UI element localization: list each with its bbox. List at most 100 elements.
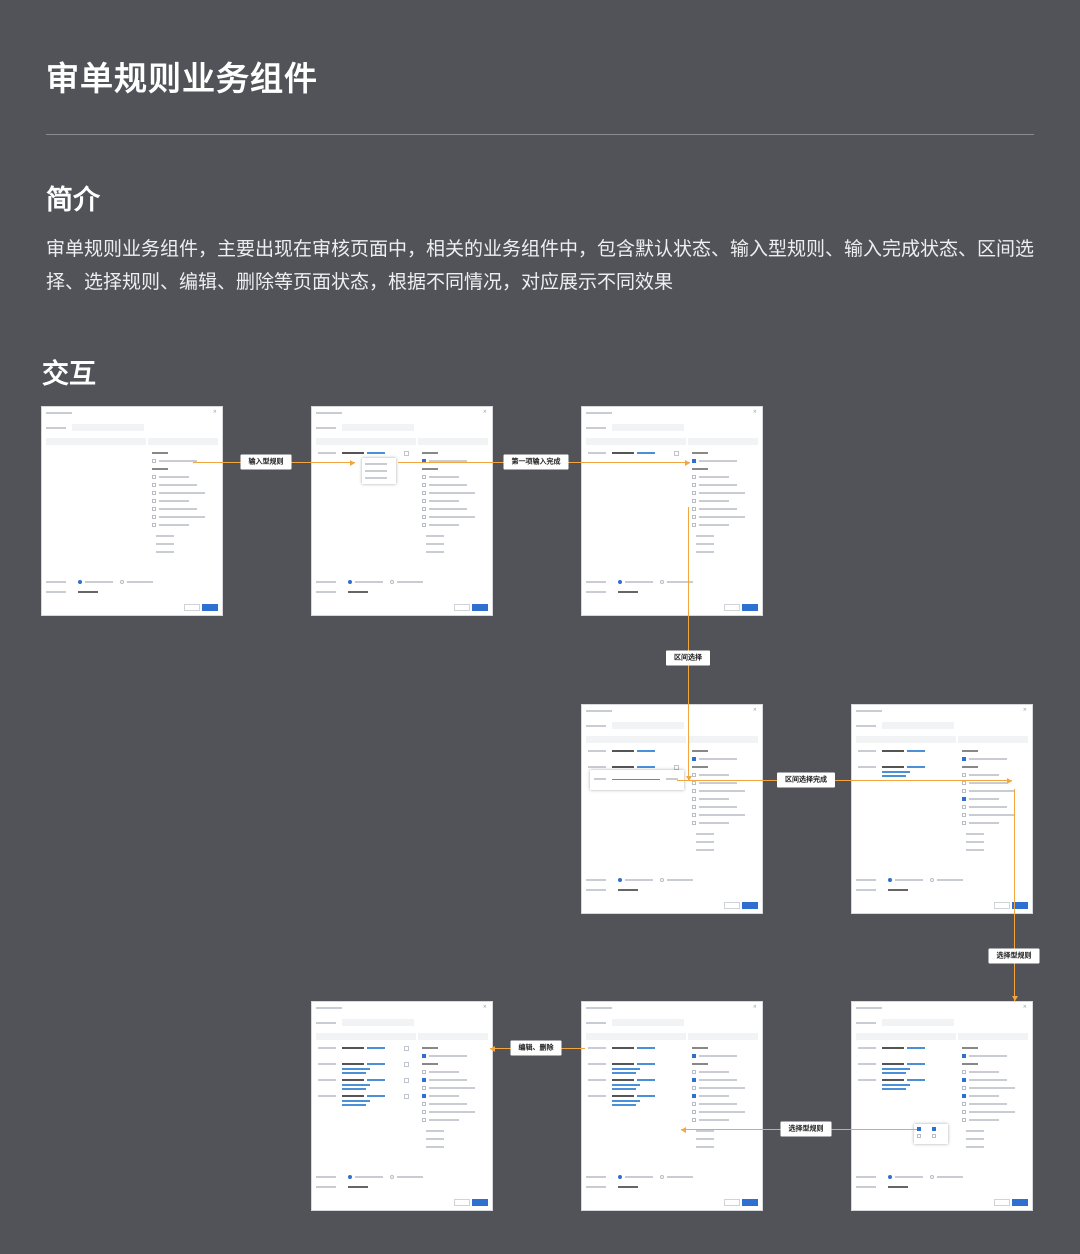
rule-checkbox[interactable] — [692, 773, 696, 777]
mode-radio[interactable] — [618, 1175, 622, 1179]
edit-icon[interactable] — [674, 451, 679, 456]
rule-checkbox[interactable] — [962, 773, 966, 777]
edit-icon[interactable] — [404, 1094, 409, 1099]
rule-checkbox[interactable] — [152, 515, 156, 519]
edit-icon[interactable] — [404, 1062, 409, 1067]
add-rule-link[interactable] — [888, 889, 908, 891]
rule-checkbox[interactable] — [692, 491, 696, 495]
select-option-checkbox[interactable] — [917, 1127, 921, 1131]
rule-name-input[interactable] — [612, 424, 684, 431]
rule-checkbox[interactable] — [422, 1094, 426, 1098]
mode-radio[interactable] — [930, 878, 934, 882]
rule-checkbox[interactable] — [692, 813, 696, 817]
rule-checkbox[interactable] — [422, 491, 426, 495]
rule-checkbox[interactable] — [962, 1070, 966, 1074]
mode-radio[interactable] — [888, 878, 892, 882]
rule-checkbox[interactable] — [692, 805, 696, 809]
suggestion-item[interactable] — [365, 477, 387, 479]
mode-radio[interactable] — [660, 878, 664, 882]
rule-checkbox[interactable] — [422, 483, 426, 487]
add-rule-link[interactable] — [348, 591, 368, 593]
rule-checkbox[interactable] — [422, 475, 426, 479]
cancel-button[interactable] — [994, 902, 1010, 909]
mode-radio[interactable] — [660, 580, 664, 584]
rule-checkbox[interactable] — [692, 789, 696, 793]
close-icon[interactable]: × — [212, 409, 217, 415]
rule-checkbox[interactable] — [962, 1078, 966, 1082]
rule-checkbox[interactable] — [962, 805, 966, 809]
rule-checkbox[interactable] — [152, 523, 156, 527]
confirm-button[interactable] — [202, 604, 218, 611]
rule-name-input[interactable] — [72, 424, 144, 431]
select-option-checkbox[interactable] — [932, 1127, 936, 1131]
rule-checkbox[interactable] — [962, 821, 966, 825]
rule-checkbox[interactable] — [962, 813, 966, 817]
rule-checkbox[interactable] — [422, 1102, 426, 1106]
rule-checkbox[interactable] — [962, 797, 966, 801]
rule-checkbox[interactable] — [692, 757, 696, 761]
edit-icon[interactable] — [674, 765, 679, 770]
close-icon[interactable]: × — [752, 409, 757, 415]
rule-checkbox[interactable] — [962, 1054, 966, 1058]
rule-checkbox[interactable] — [962, 757, 966, 761]
rule-checkbox[interactable] — [152, 459, 156, 463]
rule-checkbox[interactable] — [962, 1118, 966, 1122]
edit-icon[interactable] — [404, 451, 409, 456]
rule-checkbox[interactable] — [692, 475, 696, 479]
mode-radio[interactable] — [660, 1175, 664, 1179]
mode-radio[interactable] — [390, 580, 394, 584]
cancel-button[interactable] — [724, 1199, 740, 1206]
close-icon[interactable]: × — [1022, 1004, 1027, 1010]
rule-checkbox[interactable] — [962, 1110, 966, 1114]
rule-checkbox[interactable] — [692, 1118, 696, 1122]
rule-checkbox[interactable] — [422, 1086, 426, 1090]
rule-name-input[interactable] — [882, 1019, 954, 1026]
add-rule-link[interactable] — [618, 889, 638, 891]
confirm-button[interactable] — [742, 604, 758, 611]
rule-checkbox[interactable] — [692, 1102, 696, 1106]
rule-checkbox[interactable] — [692, 1094, 696, 1098]
rule-checkbox[interactable] — [152, 507, 156, 511]
confirm-button[interactable] — [742, 1199, 758, 1206]
close-icon[interactable]: × — [752, 707, 757, 713]
rule-checkbox[interactable] — [962, 1094, 966, 1098]
rule-checkbox[interactable] — [692, 1070, 696, 1074]
cancel-button[interactable] — [724, 902, 740, 909]
rule-checkbox[interactable] — [422, 1078, 426, 1082]
rule-checkbox[interactable] — [692, 483, 696, 487]
rule-checkbox[interactable] — [152, 483, 156, 487]
rule-name-input[interactable] — [882, 722, 954, 729]
rule-checkbox[interactable] — [692, 459, 696, 463]
mode-radio[interactable] — [348, 580, 352, 584]
rule-checkbox[interactable] — [152, 499, 156, 503]
cancel-button[interactable] — [994, 1199, 1010, 1206]
rule-checkbox[interactable] — [422, 1110, 426, 1114]
mode-radio[interactable] — [348, 1175, 352, 1179]
mode-radio[interactable] — [930, 1175, 934, 1179]
rule-name-input[interactable] — [612, 722, 684, 729]
close-icon[interactable]: × — [482, 409, 487, 415]
cancel-button[interactable] — [724, 604, 740, 611]
rule-name-input[interactable] — [342, 424, 414, 431]
add-rule-link[interactable] — [888, 1186, 908, 1188]
rule-checkbox[interactable] — [692, 1086, 696, 1090]
rule-name-input[interactable] — [612, 1019, 684, 1026]
mode-radio[interactable] — [888, 1175, 892, 1179]
mode-radio[interactable] — [78, 580, 82, 584]
rule-checkbox[interactable] — [152, 475, 156, 479]
rule-checkbox[interactable] — [692, 515, 696, 519]
rule-checkbox[interactable] — [692, 507, 696, 511]
confirm-button[interactable] — [472, 1199, 488, 1206]
rule-checkbox[interactable] — [692, 1054, 696, 1058]
suggestion-item[interactable] — [365, 463, 387, 465]
add-rule-link[interactable] — [618, 1186, 638, 1188]
rule-checkbox[interactable] — [692, 1110, 696, 1114]
rule-checkbox[interactable] — [692, 781, 696, 785]
close-icon[interactable]: × — [1022, 707, 1027, 713]
mode-radio[interactable] — [618, 580, 622, 584]
select-option-checkbox[interactable] — [932, 1134, 936, 1138]
confirm-button[interactable] — [472, 604, 488, 611]
rule-checkbox[interactable] — [152, 491, 156, 495]
rule-checkbox[interactable] — [692, 499, 696, 503]
rule-checkbox[interactable] — [422, 515, 426, 519]
